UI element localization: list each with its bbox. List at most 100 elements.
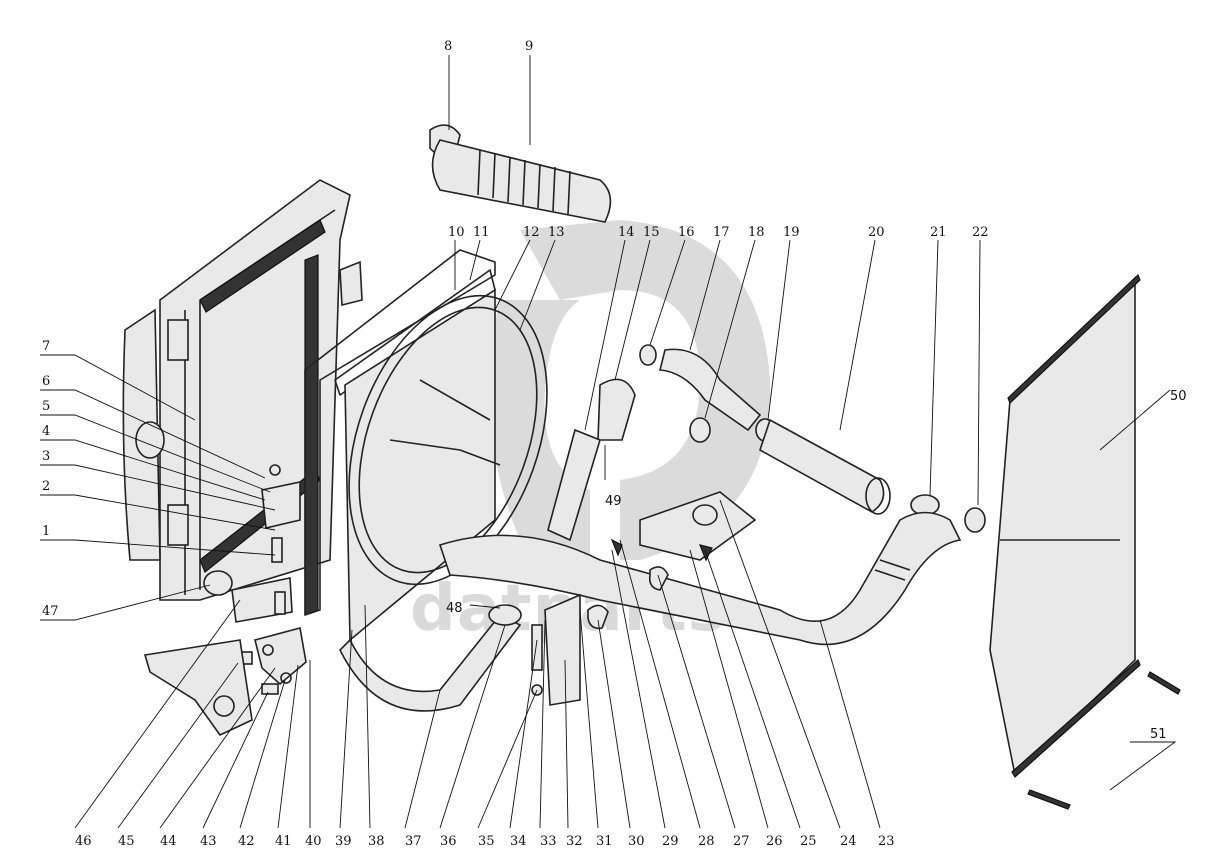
leader-39 bbox=[339, 629, 353, 829]
leader-35 bbox=[477, 689, 538, 829]
upper-hose-assembly bbox=[429, 124, 612, 223]
leader-lines bbox=[40, 55, 1177, 829]
callout-9: 9 bbox=[525, 39, 533, 54]
callout-29: 29 bbox=[662, 834, 679, 849]
callout-27: 27 bbox=[733, 834, 750, 849]
leader-19 bbox=[767, 239, 791, 421]
leader-46 bbox=[74, 599, 241, 829]
callout-22: 22 bbox=[972, 225, 989, 240]
callout-5: 5 bbox=[42, 399, 50, 414]
callout-18: 18 bbox=[748, 225, 765, 240]
elbow-fitting-49 bbox=[597, 378, 636, 441]
callout-51: 51 bbox=[1150, 727, 1167, 742]
nut-5 bbox=[269, 464, 281, 476]
callout-45: 45 bbox=[118, 834, 135, 849]
leader-51 bbox=[1109, 741, 1177, 791]
leader-42 bbox=[239, 679, 286, 829]
lower-pipe-23 bbox=[438, 511, 962, 646]
callout-48: 48 bbox=[446, 601, 463, 616]
callout-47: 47 bbox=[42, 604, 59, 619]
callout-4: 4 bbox=[42, 424, 50, 439]
callout-6: 6 bbox=[42, 374, 50, 389]
clamp-16 bbox=[639, 344, 657, 366]
callout-31: 31 bbox=[596, 834, 613, 849]
callout-49: 49 bbox=[605, 494, 622, 509]
clamp-22 bbox=[964, 507, 986, 533]
fan-shroud-assembly bbox=[304, 249, 548, 642]
elbow-hose-17 bbox=[658, 348, 762, 432]
bolt-upper bbox=[274, 591, 286, 615]
clamp-18 bbox=[689, 417, 711, 443]
leader-6 bbox=[40, 389, 266, 479]
callout-14: 14 bbox=[618, 225, 635, 240]
callout-23: 23 bbox=[878, 834, 895, 849]
radiator-top-coil bbox=[199, 219, 326, 313]
leader-33 bbox=[539, 619, 546, 829]
callout-38: 38 bbox=[368, 834, 385, 849]
leader-17 bbox=[689, 239, 721, 351]
clamp-30 bbox=[587, 604, 609, 630]
leader-34 bbox=[509, 639, 538, 829]
small-clips-25 bbox=[610, 538, 713, 562]
leader-3 bbox=[40, 464, 276, 511]
shroud-frame-10 bbox=[304, 249, 496, 616]
link-hole-b bbox=[280, 672, 292, 684]
leader-41 bbox=[277, 664, 299, 829]
callout-44: 44 bbox=[160, 834, 177, 849]
link-arm-42 bbox=[254, 627, 307, 686]
bracket-hole bbox=[213, 695, 235, 717]
leader-44 bbox=[159, 667, 276, 829]
leader-22 bbox=[977, 239, 981, 506]
bolt-1 bbox=[271, 537, 283, 563]
leader-25 bbox=[704, 549, 801, 829]
leader-7 bbox=[40, 354, 196, 421]
callout-30: 30 bbox=[628, 834, 645, 849]
callout-12: 12 bbox=[523, 225, 540, 240]
callout-25: 25 bbox=[800, 834, 817, 849]
leader-14 bbox=[584, 239, 626, 431]
bracket-32 bbox=[544, 593, 581, 706]
lower-hose-37 bbox=[339, 613, 522, 712]
screen-top-rod bbox=[1007, 273, 1141, 405]
callout-17: 17 bbox=[713, 225, 730, 240]
radiator-inlet-pipe bbox=[339, 260, 363, 307]
leader-2 bbox=[40, 494, 276, 531]
link-hole-a bbox=[262, 644, 274, 656]
hose-20-end bbox=[865, 477, 891, 515]
leader-37 bbox=[404, 689, 441, 829]
leader-32 bbox=[564, 659, 569, 829]
leader-48 bbox=[469, 604, 501, 609]
shroud-strut bbox=[389, 379, 501, 466]
screen-bottom-rod bbox=[1011, 658, 1141, 778]
callout-2: 2 bbox=[42, 479, 50, 494]
bolt-34 bbox=[531, 624, 543, 671]
straight-hose-20 bbox=[759, 418, 885, 513]
leader-47 bbox=[40, 584, 211, 621]
callout-7: 7 bbox=[42, 339, 50, 354]
bracket-plate-24 bbox=[639, 491, 757, 561]
hose-14 bbox=[547, 428, 601, 542]
radiator-screen-assembly bbox=[989, 273, 1181, 810]
bolt-43 bbox=[261, 683, 279, 695]
bracket-4 bbox=[261, 481, 301, 529]
callout-20: 20 bbox=[868, 225, 885, 240]
leader-18 bbox=[704, 239, 756, 419]
callout-33: 33 bbox=[540, 834, 557, 849]
leader-30 bbox=[597, 619, 631, 829]
callout-35: 35 bbox=[478, 834, 495, 849]
radiator-assembly bbox=[122, 179, 363, 616]
fan-shroud-seal-strip bbox=[304, 254, 319, 616]
coolant-pipes bbox=[339, 344, 986, 712]
callout-36: 36 bbox=[440, 834, 457, 849]
callout-11: 11 bbox=[473, 225, 490, 240]
leader-31 bbox=[579, 609, 599, 829]
pipe-23-band bbox=[874, 559, 911, 581]
leader-5 bbox=[40, 414, 271, 493]
leader-15 bbox=[614, 239, 651, 381]
callout-37: 37 bbox=[405, 834, 422, 849]
callout-8: 8 bbox=[444, 39, 452, 54]
callout-43: 43 bbox=[200, 834, 217, 849]
callout-34: 34 bbox=[510, 834, 527, 849]
callout-46: 46 bbox=[75, 834, 92, 849]
